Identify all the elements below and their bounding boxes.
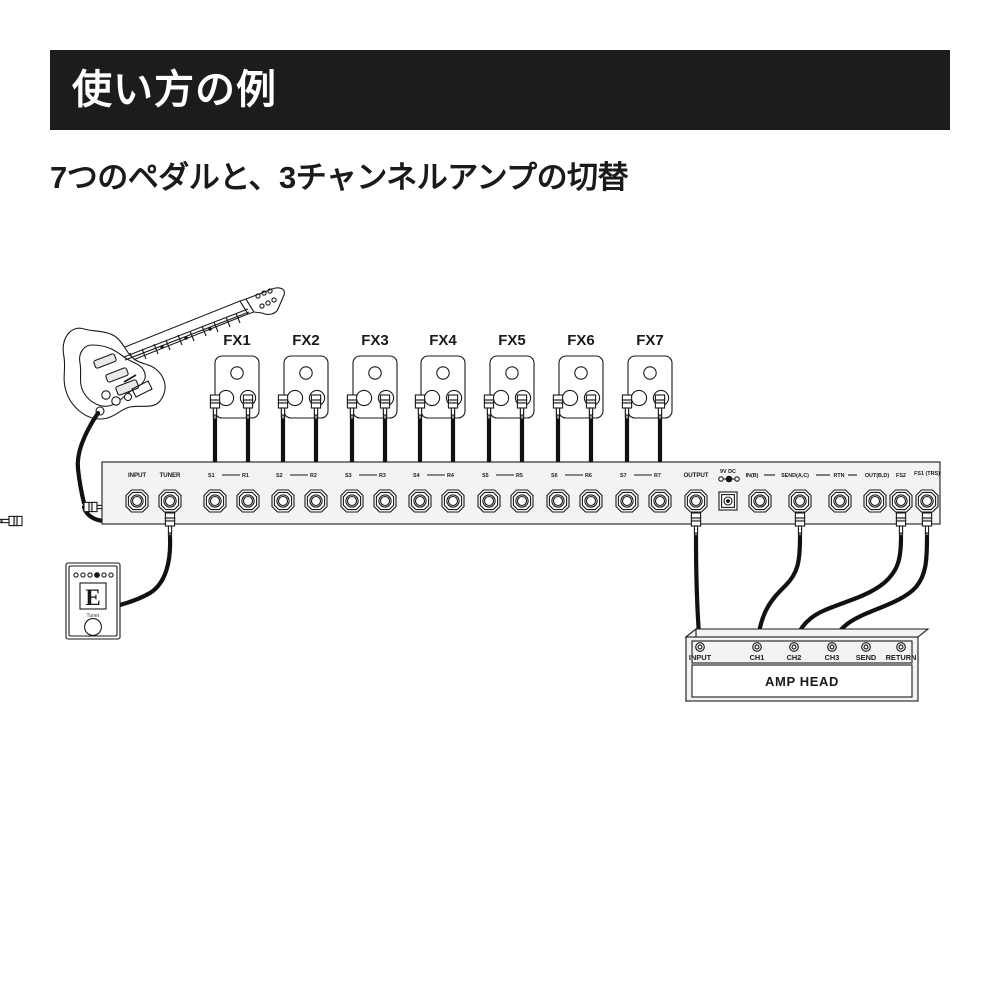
tuner-led-row [73,572,114,578]
fx-label-6: FX6 [567,332,595,349]
tuner-display-note: E [85,585,100,610]
switcher-label-dc: 9V DC [720,469,736,475]
fx-pedal-4[interactable] [420,355,466,419]
fx-label-7: FX7 [636,332,664,349]
fx-pedal-5[interactable] [489,355,535,419]
cable-guitar-to-input [75,410,101,506]
svg-text:S1: S1 [208,473,215,479]
svg-text:S6: S6 [551,473,558,479]
jack-r7 [648,489,672,513]
fx-label-2: FX2 [292,332,320,349]
fx-label-1: FX1 [223,332,251,349]
jack-r5 [510,489,534,513]
switcher-label-send: SEND(A,C) [781,473,809,479]
jack-input [125,489,149,513]
tuner-pedal[interactable]: E Tuner [65,562,121,640]
svg-text:R2: R2 [310,473,317,479]
switcher-label-outbd: OUT(B,D) [865,473,889,479]
fx-label-5: FX5 [498,332,526,349]
jack-rtn [828,489,852,513]
amp-jack-ch1 [752,642,762,652]
fx-pedal-6[interactable] [558,355,604,419]
switcher-label-output: OUTPUT [684,472,709,479]
svg-text:S3: S3 [345,473,352,479]
amp-label-input: INPUT [689,653,712,662]
jack-output [684,489,708,513]
svg-text:R7: R7 [654,473,661,479]
jack-s4 [408,489,432,513]
jack-send-ac [788,489,812,513]
guitar-illustration [62,287,285,420]
jack-r4 [441,489,465,513]
jack-r1 [236,489,260,513]
jack-s2 [271,489,295,513]
jack-r2 [304,489,328,513]
svg-text:S2: S2 [276,473,283,479]
svg-text:R4: R4 [447,473,454,479]
jack-s1 [203,489,227,513]
amp-head[interactable]: INPUT CH1 CH2 CH3 SEND RETURN AMP HEAD [684,627,930,703]
fx-pedal-7[interactable] [627,355,673,419]
switcher-to-amp-cables [690,512,933,650]
svg-text:R3: R3 [379,473,386,479]
svg-text:S4: S4 [413,473,420,479]
amp-label-ch1: CH1 [750,653,765,662]
amp-label-ch3: CH3 [825,653,840,662]
page-title: 使い方の例 [72,68,277,112]
amp-head-label: AMP HEAD [765,674,839,689]
switcher-label-input: INPUT [128,472,146,479]
jack-r3 [373,489,397,513]
fx-label-4: FX4 [429,332,457,349]
header-bar: 使い方の例 [50,50,950,130]
amp-jack-send [861,642,871,652]
switcher-loop-labels: S1 R1 S2 R2 S3 R3 S4 R4 S5 R5 S6 [208,473,661,479]
amp-jack-row[interactable] [695,642,906,652]
fx-pedal-3[interactable] [352,355,398,419]
svg-text:S7: S7 [620,473,627,479]
amp-label-ch2: CH2 [787,653,802,662]
amp-jack-input [695,642,705,652]
svg-text:R1: R1 [242,473,249,479]
jack-fs1 [915,489,939,513]
jack-tuner [158,489,182,513]
jack-dc-power[interactable] [718,491,738,511]
subtitle: 7つのペダルと、3チャンネルアンプの切替 [50,160,629,195]
tuner-connection [117,512,176,608]
jack-s3 [340,489,364,513]
amp-label-send: SEND [856,653,877,662]
switcher-label-rtn: RTN [833,473,844,479]
amp-jack-return [896,642,906,652]
jack-s6 [546,489,570,513]
jack-s5 [477,489,501,513]
jack-in-b [748,489,772,513]
routing-diagram: FX1 FX2 FX3 FX4 [0,255,1000,735]
amp-label-return: RETURN [886,653,917,662]
jack-out-bd [863,489,887,513]
jack-s7 [615,489,639,513]
fx-pedal-1[interactable] [214,355,260,419]
switcher-label-fs2: FS2 [896,473,906,479]
svg-text:S5: S5 [482,473,489,479]
svg-text:R6: R6 [585,473,592,479]
amp-jack-ch2 [789,642,799,652]
switcher-jack-row[interactable] [125,489,939,513]
switcher-label-tuner: TUNER [160,472,181,479]
tuner-brand-label: Tuner [87,613,100,619]
amp-jack-ch3 [827,642,837,652]
switcher-unit[interactable]: INPUT TUNER S1 R1 S2 R2 S3 R3 S4 R4 [101,461,941,525]
switcher-label-inb: IN(B) [746,473,759,479]
jack-fs2 [889,489,913,513]
fx-label-3: FX3 [361,332,389,349]
jack-r6 [579,489,603,513]
fx-pedal-2[interactable] [283,355,329,419]
svg-text:R5: R5 [516,473,523,479]
switcher-label-fs1: FS1 (TRS) [914,471,940,477]
dc-polarity-icon [718,475,740,483]
fx-pedals-row: FX1 FX2 FX3 FX4 [214,332,673,419]
